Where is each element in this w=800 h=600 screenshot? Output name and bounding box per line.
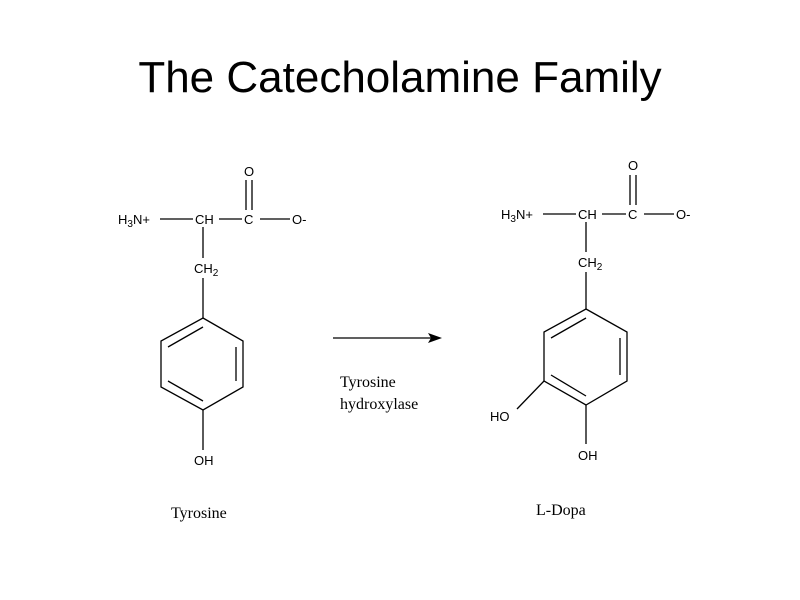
tyrosine-ring-double-3 (167, 380, 204, 402)
ldopa-benzene-ring (543, 308, 628, 406)
ldopa-carboxyl-carbon: C (628, 207, 637, 222)
ldopa-carboxylate-oxygen: O- (676, 207, 690, 222)
ldopa-para-hydroxyl: OH (578, 448, 598, 463)
tyrosine-carbonyl-oxygen: O (244, 164, 254, 179)
tyrosine-methylene: CH2 (194, 261, 219, 279)
tyrosine-carboxylate-oxygen: O- (292, 212, 306, 227)
ldopa-carbonyl-oxygen: O (628, 158, 638, 173)
ldopa-amine-label: H3N+ (501, 207, 533, 225)
tyrosine-name: Tyrosine (171, 505, 227, 522)
reaction-arrow (333, 333, 442, 343)
tyrosine-alpha-carbon: CH (195, 212, 214, 227)
ldopa-methylene: CH2 (578, 255, 603, 273)
tyrosine-carboxyl-carbon: C (244, 212, 253, 227)
ldopa-meta-hydroxyl: HO (490, 409, 510, 424)
tyrosine-hydroxyl: OH (194, 453, 214, 468)
arrow-head (428, 333, 442, 343)
ldopa-alpha-carbon: CH (578, 207, 597, 222)
ldopa-structure: H3N+ CH C O O- CH2 HO OH (490, 158, 690, 463)
ldopa-name: L-Dopa (536, 502, 586, 519)
tyrosine-amine-label: H3N+ (118, 212, 150, 230)
tyrosine-structure: H3N+ CH C O O- CH2 OH (118, 164, 306, 468)
ldopa-ring-double-2 (550, 317, 587, 339)
slide-title: The Catecholamine Family (138, 53, 662, 102)
tyrosine-benzene-ring (160, 317, 244, 411)
tyrosine-ring-double-2 (167, 326, 204, 348)
ldopa-ring-double-3 (550, 374, 587, 397)
ldopa-meta-hydroxyl-bond (516, 380, 545, 410)
enzyme-label-line1: Tyrosine (340, 374, 396, 391)
enzyme-label-line2: hydroxylase (340, 396, 418, 413)
